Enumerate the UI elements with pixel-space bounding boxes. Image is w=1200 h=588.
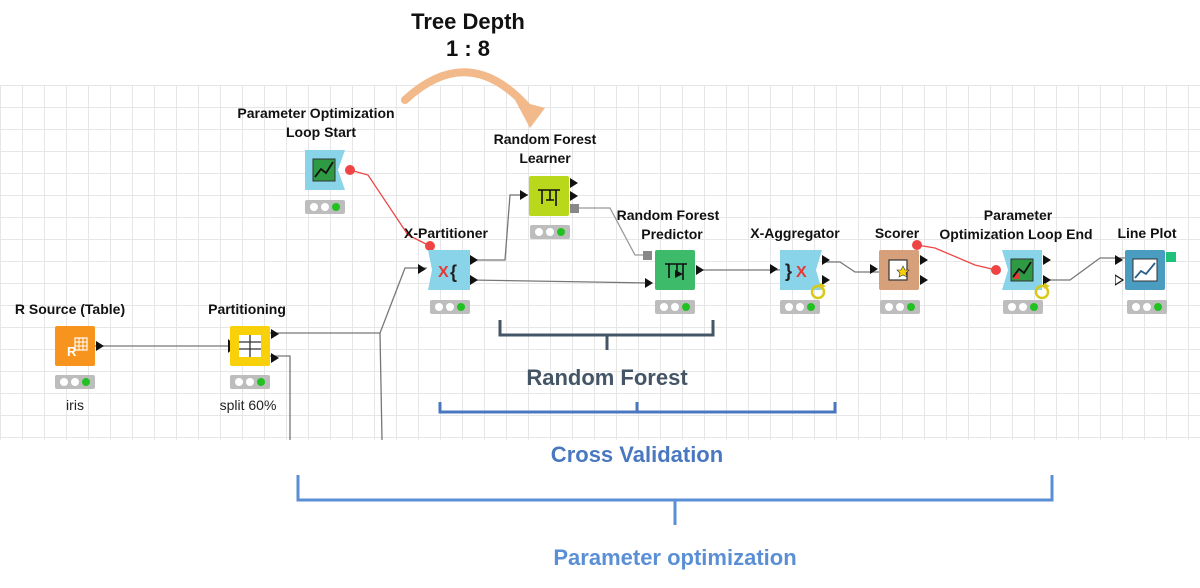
node-label-param-opt-end-1: Parameter [983, 207, 1053, 223]
svg-text:X: X [796, 264, 807, 281]
node-label-param-opt-start-1: Parameter Optimization [237, 105, 395, 121]
flowvar-start-xpart [349, 169, 431, 247]
node-label-partitioning: Partitioning [208, 301, 286, 317]
flowvar-port-loopend [991, 265, 1001, 275]
node-label-rf-learner-1: Random Forest [493, 131, 597, 147]
svg-text:R: R [67, 344, 77, 359]
node-label-rf-learner-2: Learner [519, 150, 571, 166]
x-partitioner-node[interactable]: X { [418, 250, 478, 290]
param-opt-loop-start-node[interactable] [305, 150, 345, 190]
wire-partitioning-down2 [270, 355, 291, 440]
r-source-caption: iris [66, 397, 84, 413]
wire-xpart-predictor [469, 279, 651, 284]
parameter-optimization-bracket [296, 475, 1054, 525]
tree-depth-arrowhead [515, 100, 545, 128]
flowvar-port-xpart [425, 241, 435, 251]
cross-validation-bracket [438, 402, 837, 414]
tree-depth-range: 1 : 8 [445, 36, 491, 61]
svg-text:}: } [785, 261, 792, 281]
node-label-x-aggregator: X-Aggregator [750, 225, 840, 241]
node-label-param-opt-start-2: Loop Start [286, 124, 356, 140]
wire-partitioning-xpart [270, 267, 427, 334]
flowvar-scorer-loopend [916, 244, 997, 271]
wire-loopend-lineplot [1045, 257, 1125, 281]
param-opt-loop-end-node[interactable] [998, 250, 1051, 300]
r-source-node[interactable]: R [55, 326, 104, 366]
tree-depth-arrow [401, 68, 534, 114]
random-forest-bracket [498, 320, 715, 350]
x-aggregator-node[interactable]: } X [770, 250, 830, 300]
node-label-param-opt-end-2: Optimization Loop End [939, 226, 1093, 242]
node-label-x-partitioner: X-Partitioner [403, 225, 489, 241]
tree-depth-title: Tree Depth [411, 9, 525, 34]
line-plot-status [1127, 300, 1167, 314]
param-opt-end-status [1003, 300, 1043, 314]
rf-learner-node[interactable] [520, 176, 579, 216]
param-opt-start-status [305, 200, 345, 214]
random-forest-label: Random Forest [526, 365, 688, 390]
wire-partitioning-down1 [379, 332, 383, 441]
workflow-canvas-grid [0, 85, 1200, 440]
flowvar-port-start [345, 165, 355, 175]
node-label-scorer: Scorer [874, 225, 920, 241]
wire-aggregator-scorer [822, 261, 880, 273]
rf-learner-status [530, 225, 570, 239]
node-label-rf-predictor-1: Random Forest [616, 207, 720, 223]
node-label-r-source: R Source (Table) [14, 301, 126, 317]
line-plot-node[interactable] [1115, 250, 1176, 290]
scorer-status [880, 300, 920, 314]
svg-text:X: X [438, 264, 449, 281]
parameter-optimization-label: Parameter optimization [553, 545, 797, 570]
x-partitioner-status [430, 300, 470, 314]
r-source-status [55, 375, 95, 389]
partitioning-status [230, 375, 270, 389]
rf-predictor-node[interactable] [643, 250, 704, 290]
node-label-rf-predictor-2: Predictor [641, 226, 703, 242]
cross-validation-label: Cross Validation [550, 442, 724, 467]
partitioning-caption: split 60% [219, 397, 277, 413]
scorer-node[interactable] [870, 250, 928, 290]
node-label-line-plot: Line Plot [1117, 225, 1177, 241]
wire-xpart-learner [470, 194, 528, 261]
x-aggregator-status [780, 300, 820, 314]
svg-text:{: { [450, 262, 457, 282]
rf-predictor-status [655, 300, 695, 314]
flowvar-port-scorer [912, 240, 922, 250]
partitioning-node[interactable] [228, 326, 279, 366]
